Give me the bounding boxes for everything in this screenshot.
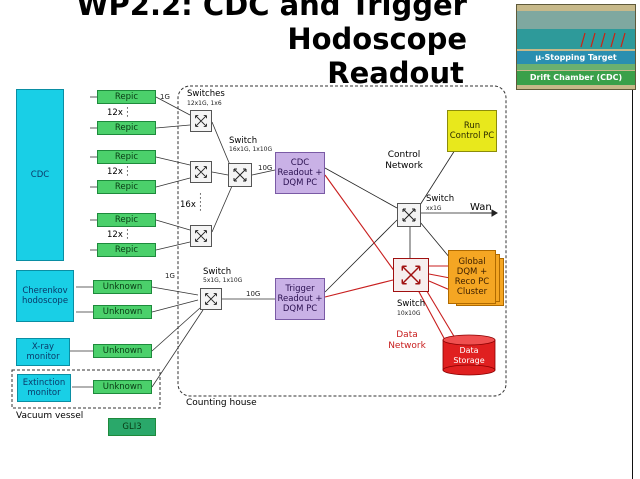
cdc-readout-pc: CDC Readout + DQM PC [275, 152, 325, 194]
network-switch-icon [228, 163, 252, 187]
switches-label: Switches [187, 89, 225, 99]
switch-trig-spec: 5x1G, 1x10G [203, 277, 243, 284]
unknown-module: Unknown [93, 280, 152, 294]
detector-to-unknown-wires [70, 286, 93, 388]
ellipsis-dots: ··· [126, 226, 129, 244]
ellipsis-dots: ··· [126, 104, 129, 122]
multiplier-label-16x: 16x [180, 200, 196, 210]
network-switch-icon [200, 288, 222, 310]
control-network-label: Control Network [385, 150, 423, 171]
repic-module: Repic [97, 150, 156, 164]
repic-module: Repic [97, 243, 156, 257]
data-storage: Data Storage [453, 346, 485, 365]
data-switch-icon [393, 258, 429, 292]
unknown-module: Unknown [93, 380, 152, 394]
vacuum-vessel-frame [11, 369, 161, 409]
link-label-10g: 10G [246, 290, 261, 298]
network-switch-icon [397, 203, 421, 227]
data-network-label: Data Network [388, 330, 426, 351]
wan-arrow [470, 209, 498, 217]
repic-module: Repic [97, 90, 156, 104]
switch-data-spec: 10x10G [397, 310, 421, 317]
switch-to-aggregator-wires [211, 121, 276, 233]
ellipsis-dots: ··· [126, 163, 129, 181]
title-line-1: WP2.2: CDC and Trigger [76, 0, 467, 22]
switch-trig-label: Switch [203, 267, 232, 277]
detector-inset: μ-Stopping Target Drift Chamber (CDC) [516, 4, 636, 90]
ellipsis-dots: ····· [199, 190, 202, 216]
switches-spec: 12x1G, 1x6 [187, 100, 222, 107]
title-line-3: Readout [327, 56, 464, 90]
trigger-readout-pc: Trigger Readout + DQM PC [275, 278, 325, 320]
extinction-monitor: Extinction monitor [17, 374, 71, 402]
unknown-to-switch-wires [151, 286, 275, 388]
repic-module: Repic [97, 121, 156, 135]
switch-ctrl-spec: xx1G [426, 205, 442, 212]
switch-data-label: Switch [397, 299, 426, 309]
vacuum-vessel-label: Vacuum vessel [16, 411, 84, 421]
data-network-wires [324, 174, 456, 341]
repic-to-switch-wires [155, 96, 191, 251]
counting-house-label: Counting house [186, 398, 257, 408]
link-label-10g: 10G [258, 164, 273, 172]
cherenkov-hodoscope: Cherenkov hodoscope [16, 270, 74, 322]
multiplier-label: 12x [107, 108, 123, 118]
unknown-module: Unknown [93, 305, 152, 319]
cdc-detector: CDC [16, 89, 64, 261]
multiplier-label: 12x [107, 167, 123, 177]
network-switch-icon [190, 161, 212, 183]
cdc-to-repic-wires [90, 96, 97, 251]
switch-cdc-spec: 16x1G, 1x10G [229, 146, 273, 153]
counting-house-frame [177, 85, 507, 397]
unknown-module: Unknown [93, 344, 152, 358]
wan-label: Wan [470, 202, 492, 213]
multiplier-label: 12x [107, 230, 123, 240]
wire-strokes [580, 32, 626, 48]
network-switch-icon [190, 110, 212, 132]
link-label-1g: 1G [160, 93, 170, 101]
repic-module: Repic [97, 180, 156, 194]
divider-line [632, 90, 633, 479]
gli3-module: GLI3 [108, 418, 156, 436]
xray-monitor: X-ray monitor [16, 338, 70, 366]
network-switch-icon [190, 225, 212, 247]
repic-module: Repic [97, 213, 156, 227]
switch-ctrl-label: Switch [426, 194, 455, 204]
title-line-2: Hodoscope [287, 22, 467, 56]
link-label-1g: 1G [165, 272, 175, 280]
target-label: μ-Stopping Target [517, 51, 635, 64]
run-control-pc: Run Control PC [447, 110, 497, 152]
switch-cdc-label: Switch [229, 136, 258, 146]
storage-cylinder [442, 334, 496, 376]
chamber-label: Drift Chamber (CDC) [517, 71, 635, 85]
global-dqm-cluster: Global DQM + Reco PC Cluster [448, 250, 496, 304]
